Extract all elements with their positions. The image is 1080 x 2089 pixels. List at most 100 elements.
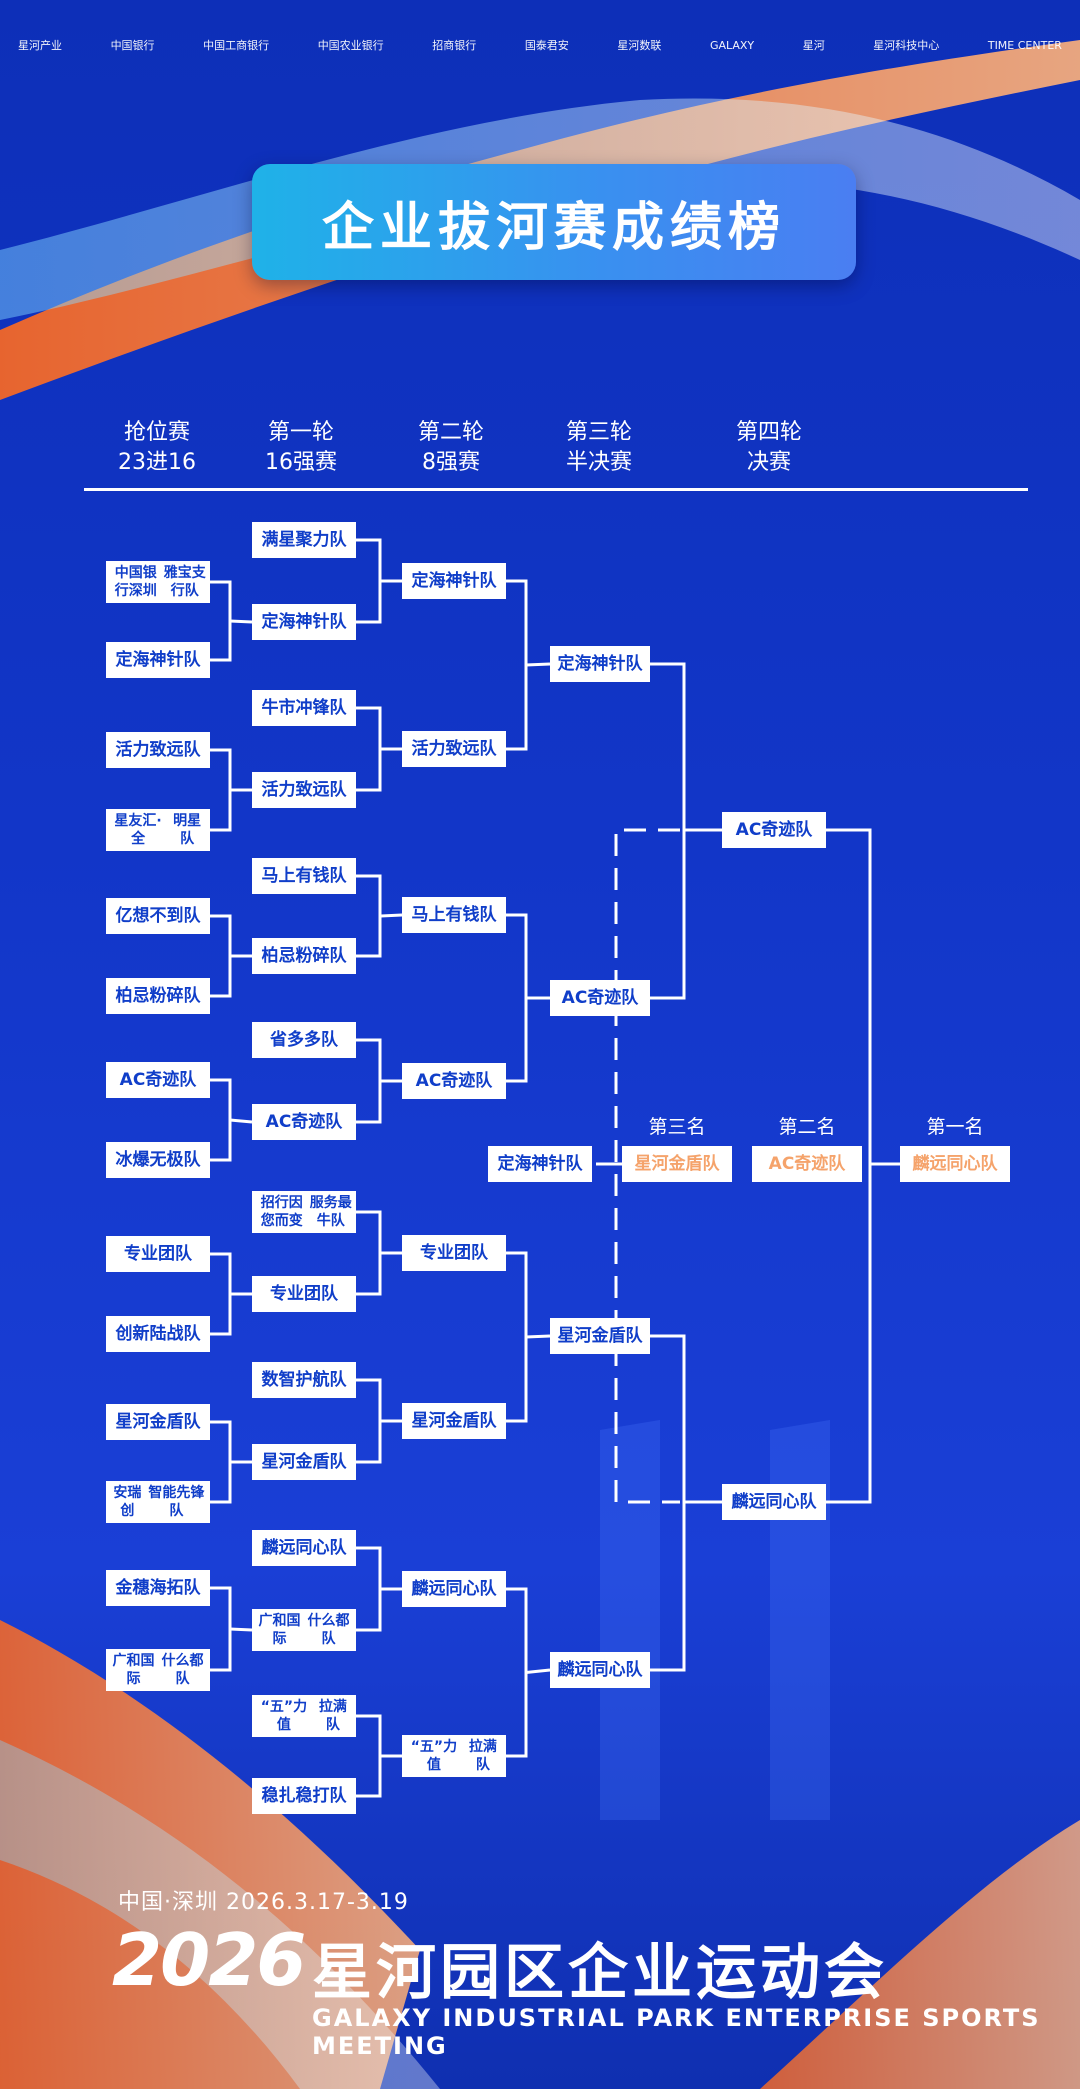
bracket-connector xyxy=(506,913,528,1083)
team-box: “五”力值拉满队 xyxy=(402,1735,506,1777)
team-box: 专业团队 xyxy=(106,1236,210,1272)
sponsor-logo: 招商银行 xyxy=(432,39,477,52)
sponsor-logo: 星河科技中心 xyxy=(873,39,940,52)
team-box: 星河金盾队 xyxy=(622,1146,732,1182)
page-title-plate: 企业拔河赛成绩榜 xyxy=(252,164,856,280)
bracket-connector xyxy=(356,1210,382,1296)
team-box: 专业团队 xyxy=(252,1276,356,1312)
bracket-connector xyxy=(356,706,382,792)
team-name-line: 拉满队 xyxy=(468,1739,497,1773)
team-box: AC奇迹队 xyxy=(402,1063,506,1099)
bracket-connector xyxy=(356,874,382,958)
team-name-line: 什么都队 xyxy=(161,1653,204,1687)
team-box: AC奇迹队 xyxy=(722,812,826,848)
team-box: 满星聚力队 xyxy=(252,522,356,558)
team-name-line: 明星队 xyxy=(173,813,202,847)
team-box: 金穗海拓队 xyxy=(106,1570,210,1606)
team-box: 麟远同心队 xyxy=(252,1530,356,1566)
team-box: 活力致远队 xyxy=(252,772,356,808)
team-box: 定海神针队 xyxy=(488,1146,592,1182)
bracket-connector xyxy=(210,1078,232,1162)
team-name-line: 什么都队 xyxy=(307,1613,350,1647)
team-box: 广和国际什么都队 xyxy=(252,1609,356,1651)
team-name-line: 安瑞创 xyxy=(113,1485,142,1519)
team-box: 安瑞创智能先锋队 xyxy=(106,1481,210,1523)
team-box: 亿想不到队 xyxy=(106,898,210,934)
team-box: 冰爆无极队 xyxy=(106,1142,210,1178)
bracket-connector xyxy=(210,1586,232,1672)
page-title: 企业拔河赛成绩榜 xyxy=(321,197,786,258)
team-box: 省多多队 xyxy=(252,1022,356,1058)
bracket-connector xyxy=(506,1587,528,1758)
bracket-connector xyxy=(525,1668,551,1674)
team-name-line: 中国银行深圳 xyxy=(114,565,157,599)
team-box: 中国银行深圳雅宝支行队 xyxy=(106,561,210,603)
header-divider xyxy=(84,488,1028,491)
place-label: 第一名 xyxy=(926,1116,984,1138)
team-box: 广和国际什么都队 xyxy=(106,1649,210,1691)
place-label: 第三名 xyxy=(648,1116,706,1138)
bracket-connector xyxy=(356,1038,382,1124)
team-box: AC奇迹队 xyxy=(550,980,650,1016)
sponsor-logo: 国泰君安 xyxy=(524,39,569,52)
bracket-connector xyxy=(525,662,551,667)
team-box: 麟远同心队 xyxy=(550,1652,650,1688)
bracket-connector xyxy=(210,1420,232,1504)
bracket-connector xyxy=(506,1251,528,1423)
sponsor-logo: 中国农业银行 xyxy=(317,39,384,52)
sponsor-logo: 中国银行 xyxy=(110,39,155,52)
team-name-line: 招行因您而变 xyxy=(260,1195,303,1229)
team-box: 招行因您而变服务最牛队 xyxy=(252,1191,356,1233)
event-year-logo: 2026 xyxy=(112,1918,306,2002)
sponsor-logo: GALAXY xyxy=(709,38,755,52)
bracket-connector xyxy=(506,579,528,751)
team-name-line: 广和国际 xyxy=(112,1653,155,1687)
round-header: 第三轮半决赛 xyxy=(565,420,632,475)
team-name-line: “五”力值 xyxy=(260,1699,308,1733)
place-label: 第二名 xyxy=(778,1116,836,1138)
bracket-connector xyxy=(356,1546,382,1632)
bracket-connector xyxy=(210,1252,232,1336)
team-box: 创新陆战队 xyxy=(106,1316,210,1352)
team-box: 星河金盾队 xyxy=(550,1318,650,1354)
bracket-connector xyxy=(229,1118,253,1124)
team-box: AC奇迹队 xyxy=(252,1104,356,1140)
team-box: 麟远同心队 xyxy=(722,1484,826,1520)
team-box: 定海神针队 xyxy=(252,604,356,640)
team-name-line: 雅宝支行队 xyxy=(163,565,206,599)
sponsor-logo: 星河数联 xyxy=(617,39,662,52)
team-box: AC奇迹队 xyxy=(752,1146,862,1182)
event-title-english: GALAXY INDUSTRIAL PARK ENTERPRISE SPORTS… xyxy=(312,2004,1041,2060)
team-name-line: 星友汇·全 xyxy=(114,813,162,847)
bracket-connector xyxy=(210,914,232,998)
team-box: 定海神针队 xyxy=(106,642,210,678)
sponsor-logo-bar: 星河产业 中国银行 中国工商银行 中国农业银行 招商银行 国泰君安 星河数联 G… xyxy=(18,28,1062,62)
team-name-line: 智能先锋队 xyxy=(148,1485,205,1519)
bracket-connector xyxy=(356,1378,382,1464)
bracket-connector xyxy=(356,538,382,624)
team-name-line: 拉满队 xyxy=(318,1699,347,1733)
team-box: 活力致远队 xyxy=(402,731,506,767)
bracket-connector xyxy=(826,828,872,1504)
team-box: 柏忌粉碎队 xyxy=(252,938,356,974)
sponsor-logo: TIME CENTER xyxy=(987,38,1062,52)
team-box: 麟远同心队 xyxy=(402,1571,506,1607)
team-box: 数智护航队 xyxy=(252,1362,356,1398)
team-box: 星友汇·全明星队 xyxy=(106,809,210,851)
event-place-date: 中国·深圳 2026.3.17-3.19 xyxy=(118,1890,409,1915)
team-box: 星河金盾队 xyxy=(402,1403,506,1439)
team-box: 星河金盾队 xyxy=(252,1444,356,1480)
team-box: 定海神针队 xyxy=(402,563,506,599)
round-header: 第四轮决赛 xyxy=(735,420,802,475)
bracket-connector xyxy=(356,1714,382,1798)
sponsor-logo: 中国工商银行 xyxy=(203,39,270,52)
team-name-line: “五”力值 xyxy=(410,1739,458,1773)
team-box: 活力致远队 xyxy=(106,732,210,768)
team-box: 稳扎稳打队 xyxy=(252,1778,356,1814)
bracket-connector xyxy=(229,1627,253,1632)
team-name-line: 广和国际 xyxy=(258,1613,301,1647)
bracket-connector xyxy=(379,913,403,918)
